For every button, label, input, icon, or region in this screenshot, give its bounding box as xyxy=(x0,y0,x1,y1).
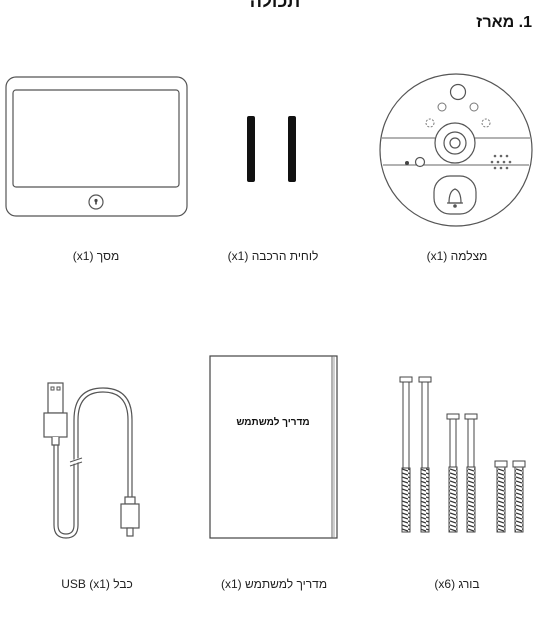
section-title: 1. מארז xyxy=(476,14,532,31)
user-manual-caption: מדריך למשתמש (x1) xyxy=(220,577,328,591)
camera-caption: מצלמה (x1) xyxy=(426,249,488,263)
mounting-plate-caption: לוחית הרכבה (x1) xyxy=(227,249,319,263)
page-heading-cut: תכולה xyxy=(249,0,301,11)
manual-cover-title: מדריך למשתמש xyxy=(236,417,310,428)
usb-cable-caption: כבל USB (x1) xyxy=(61,577,133,591)
screen-caption: מסך (x1) xyxy=(72,249,120,263)
screw-caption: בורג (x6) xyxy=(434,577,480,591)
